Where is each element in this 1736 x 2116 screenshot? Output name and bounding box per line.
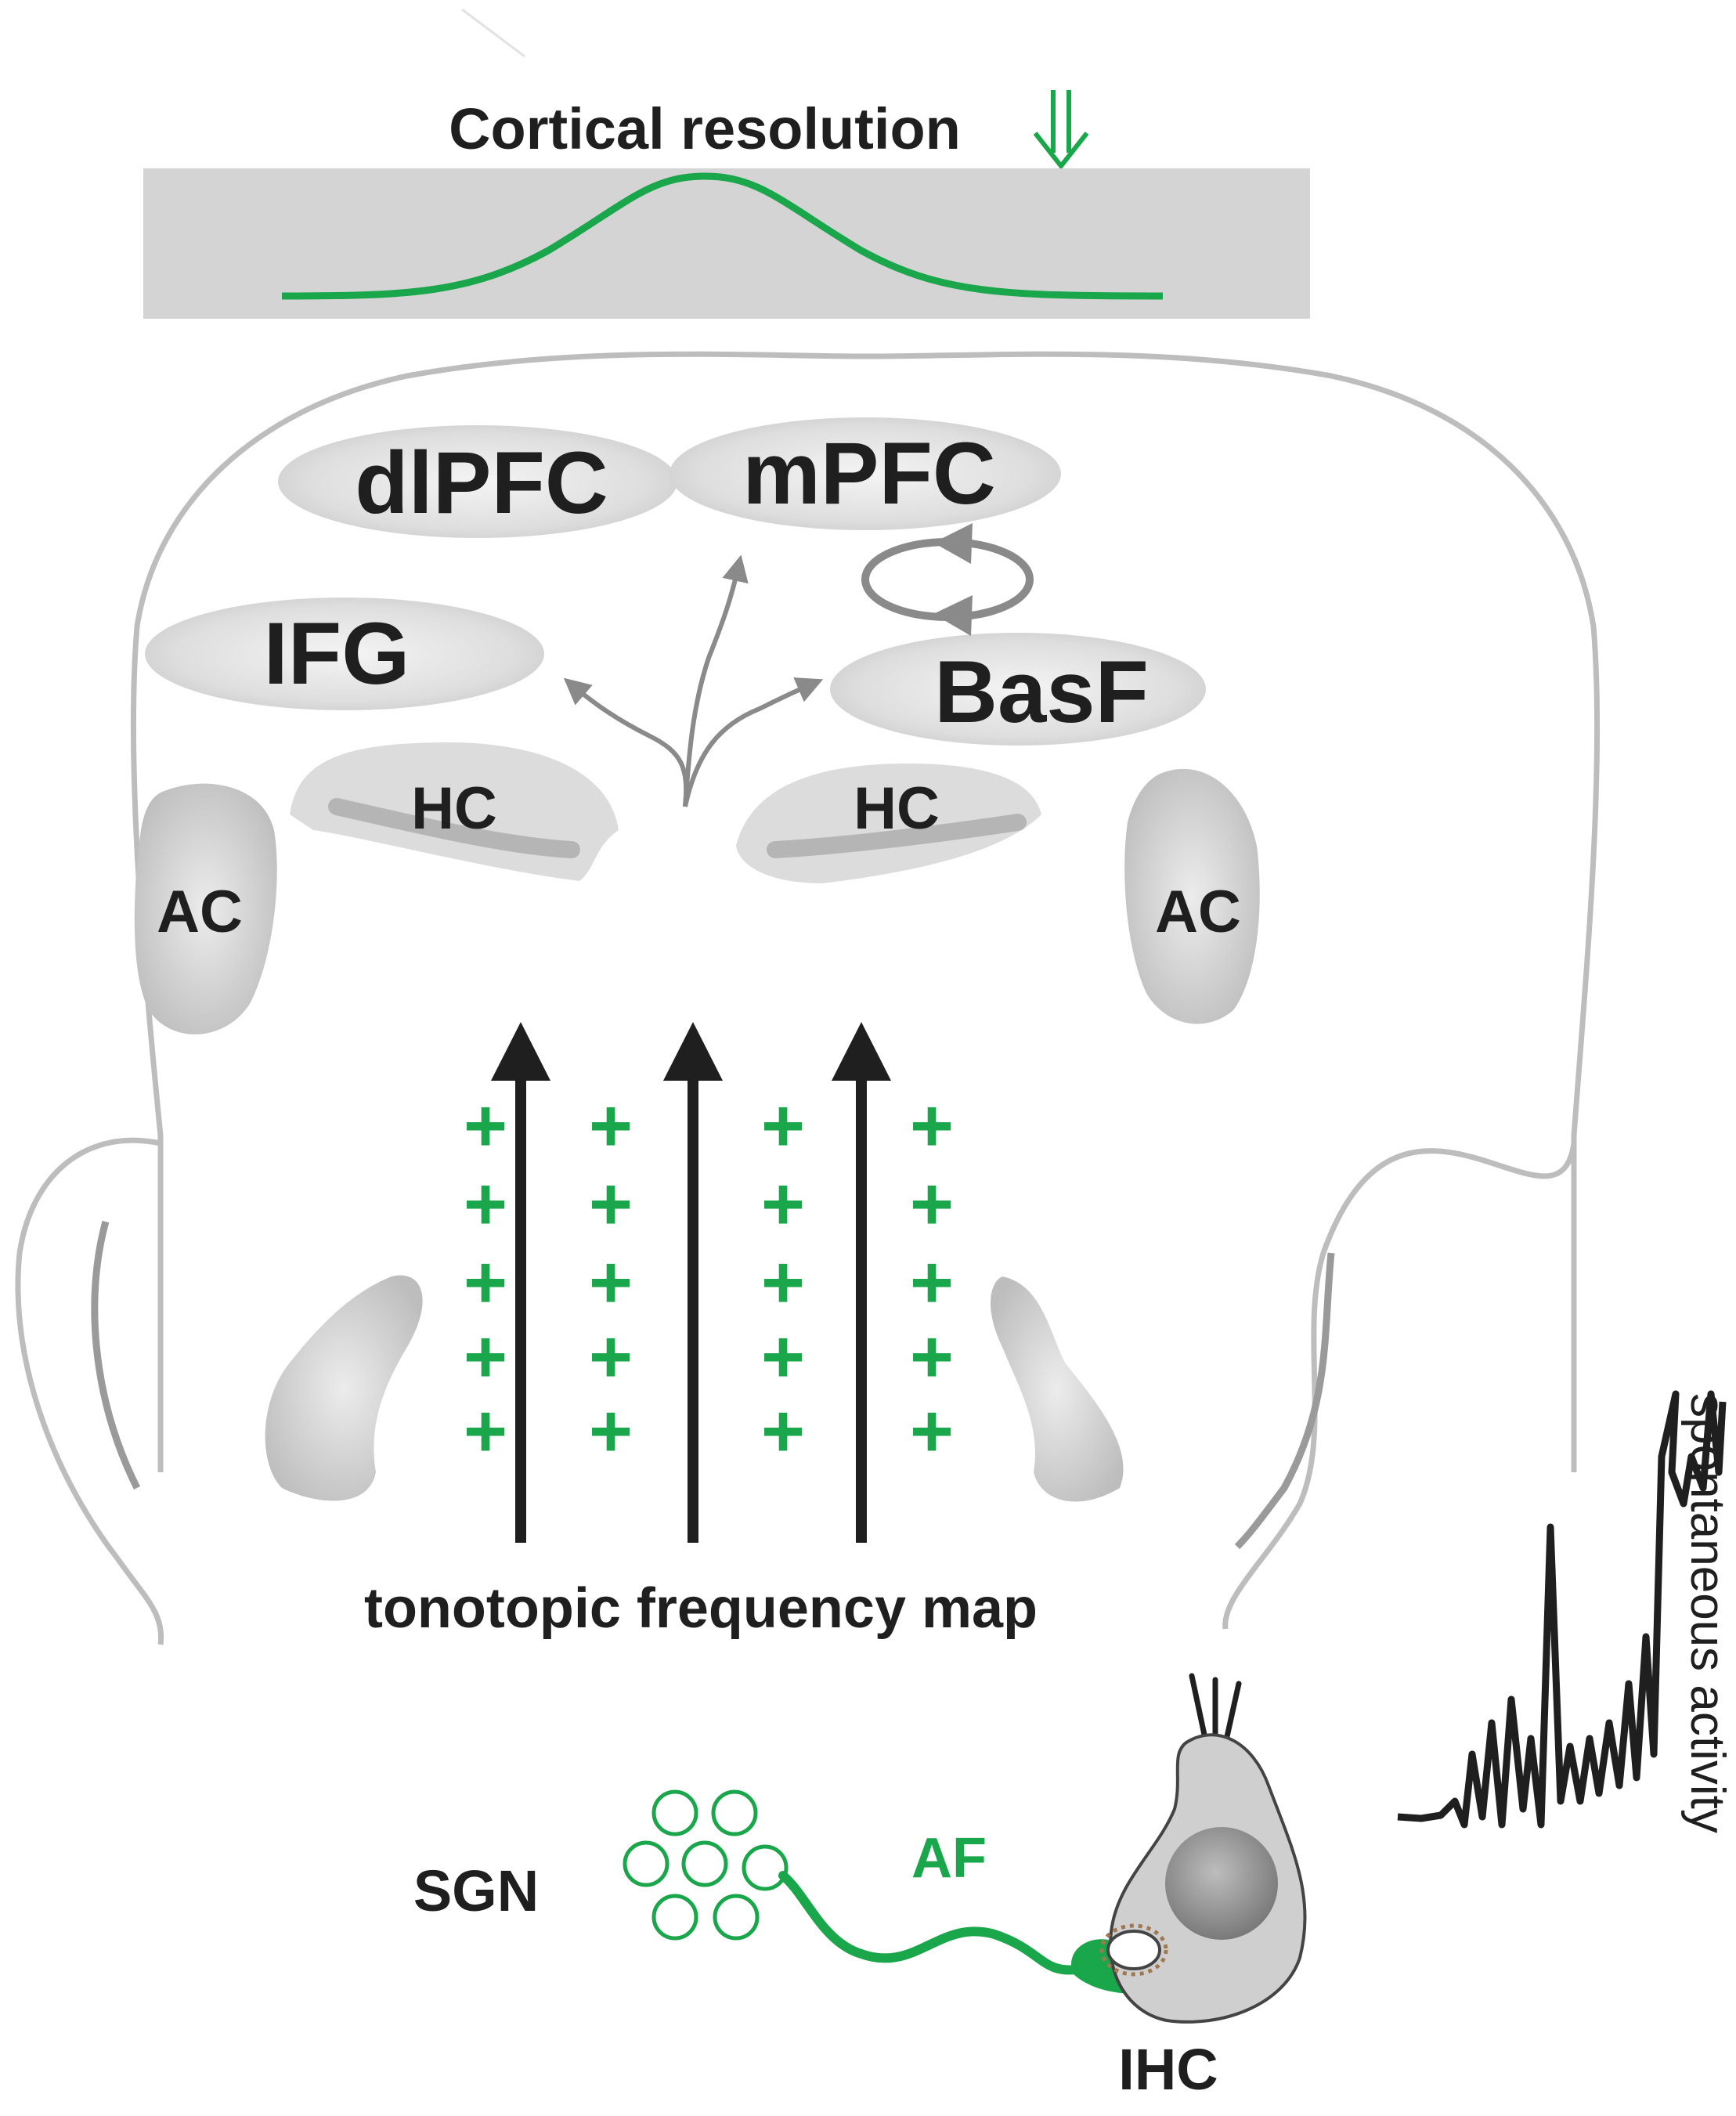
af-label: AF [911,1827,987,1890]
spontaneous-activity-trace [1397,1390,1727,1829]
green-plus-sign: + [464,1240,507,1324]
ifg-label: IFG [264,605,410,702]
ac-left-label: AC [157,879,243,945]
green-plus-sign: + [589,1240,633,1324]
green-plus-sign: + [910,1315,954,1399]
green-plus-sign: + [464,1084,507,1168]
hc-left-region: HC [290,742,619,881]
green-plus-sign: + [589,1084,633,1168]
spontaneous-activity-label: spontaneous activity [1680,1393,1734,1833]
dlpfc-label: dlPFC [355,434,608,532]
green-plus-sign: + [464,1389,507,1473]
ac-left-region: AC [134,783,277,1035]
basf-region: BasF [830,633,1206,746]
sgn-label: SGN [413,1858,539,1923]
green-plus-sign: + [761,1315,805,1399]
tonotopic-arrows [491,1022,891,1543]
sgn-cell-cluster [623,1789,789,1941]
hc-right-region: HC [736,764,1041,883]
hc-left-label: HC [411,775,497,842]
green-plus-sign: + [589,1315,633,1399]
green-plus-sign: + [910,1084,954,1168]
dlpfc-region: dlPFC [278,425,677,538]
green-plus-sign: + [761,1240,805,1324]
inner-hair-cell [1099,1673,1307,2024]
tonotopic-map-label: tonotopic frequency map [364,1577,1038,1640]
ifg-region: IFG [145,598,544,710]
left-subcortical-nucleus [265,1275,423,1501]
tuning-curve [281,172,1164,300]
green-plus-sign: + [589,1389,633,1473]
branching-projection-arrows [563,554,824,807]
basf-label: BasF [934,643,1149,741]
stereocilia-icon [1189,1673,1242,1743]
mpfc-region: mPFC [669,417,1061,530]
circular-arrows-icon [861,523,1034,636]
green-plus-sign: + [589,1162,633,1246]
hc-right-label: HC [854,775,940,842]
double-down-arrow-icon [1033,90,1089,170]
ac-right-region: AC [1124,768,1260,1024]
ihc-label: IHC [1118,2037,1218,2102]
head-outline [130,351,1601,1472]
right-ear [1222,1143,1577,1630]
left-ear [15,1137,164,1645]
ribbon-synapse-icon [1099,1923,1168,1977]
hair-cell-nucleus [1165,1827,1278,1940]
green-plus-sign: + [910,1389,954,1473]
green-plus-sign: + [910,1162,954,1246]
right-subcortical-nucleus [991,1276,1124,1502]
mpfc-label: mPFC [742,424,996,522]
ac-right-label: AC [1155,879,1241,945]
green-plus-sign: + [464,1162,507,1246]
green-plus-sign: + [910,1240,954,1324]
spontaneous-activity-plus-grid: ++++++++++++++++++++ [464,1084,954,1473]
cortical-resolution-title: Cortical resolution [449,96,961,161]
green-plus-sign: + [761,1162,805,1246]
green-plus-sign: + [464,1315,507,1399]
stray-line [461,8,525,58]
green-plus-sign: + [761,1389,805,1473]
green-plus-sign: + [761,1084,805,1168]
